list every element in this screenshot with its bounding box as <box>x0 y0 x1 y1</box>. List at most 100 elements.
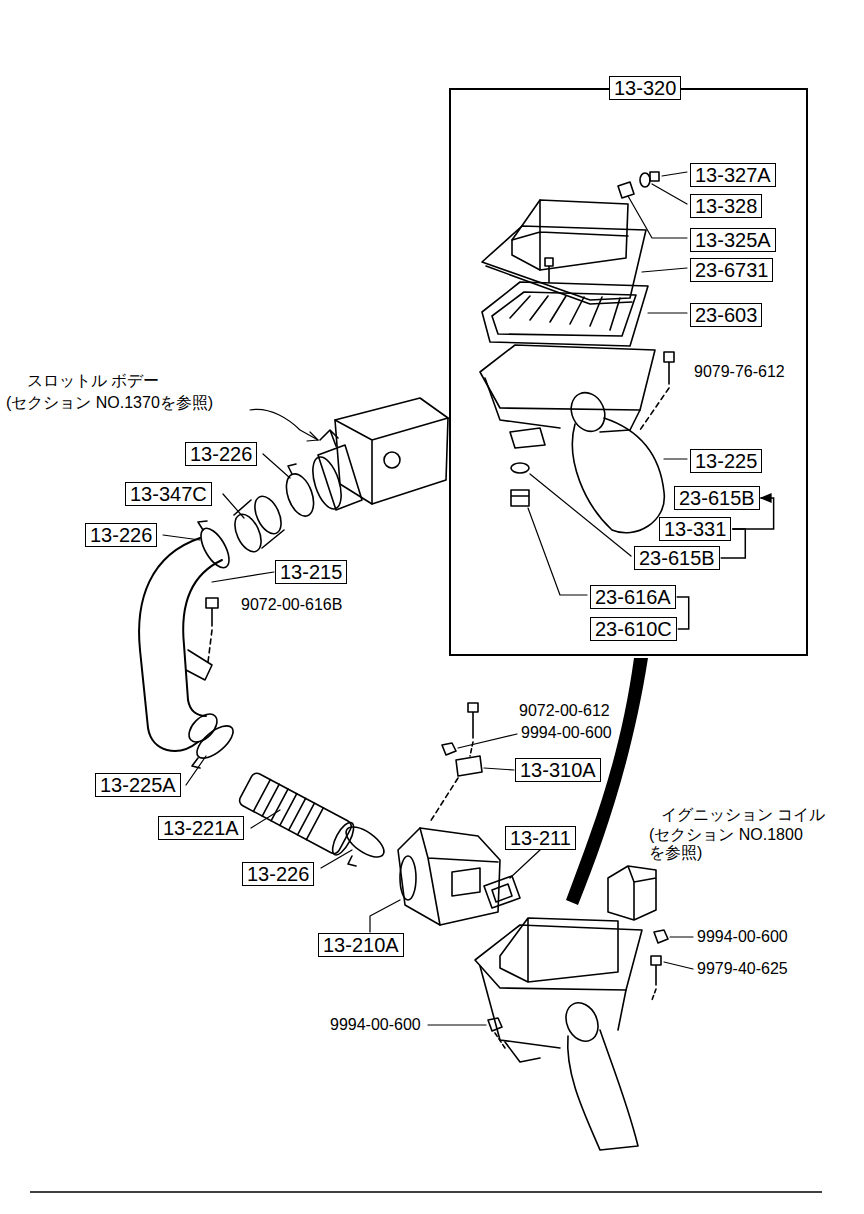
part-number: 13-225 <box>695 450 757 472</box>
dashed-line <box>640 388 669 430</box>
hose-clamp <box>281 470 319 520</box>
airflow-meter <box>398 828 500 925</box>
dashed-line <box>208 630 212 662</box>
part-number: 13-325A <box>695 229 771 251</box>
hose-bracket <box>186 650 212 680</box>
clamp-tab <box>198 521 207 530</box>
part-number: 13-226 <box>90 524 152 546</box>
bolt <box>651 956 661 985</box>
note: スロットル ボデー <box>26 372 160 390</box>
part-number: 9079-76-612 <box>693 363 786 381</box>
part-number: 13-211 <box>510 827 571 849</box>
part-number: 13-210A <box>323 934 399 956</box>
part-number: 13-226 <box>247 863 309 885</box>
part-number: 13-225A <box>100 774 176 796</box>
callout-box: 13-325A <box>690 228 776 252</box>
cover-box <box>512 200 628 270</box>
dashed-line <box>495 1033 505 1048</box>
bracket <box>510 428 545 448</box>
part-number: 23-615B <box>639 547 715 569</box>
cover-edges <box>512 200 628 270</box>
intake-duct <box>572 418 664 533</box>
assembled-cleaner-body <box>480 966 626 1048</box>
throttle-body-edges <box>335 418 448 504</box>
callout-box: 13-226 <box>185 442 257 466</box>
sensor <box>320 430 338 446</box>
bracket <box>456 756 482 776</box>
part-number: 23-616A <box>595 586 671 608</box>
callout-box: 13-327A <box>690 163 776 187</box>
part-number: 9994-00-600 <box>696 928 789 946</box>
callout-box: 13-328 <box>690 194 762 218</box>
bracket-connector <box>677 597 689 629</box>
part-number: 13-215 <box>280 561 342 583</box>
note: イグニッション コイル <box>660 806 826 824</box>
hose-end <box>184 709 222 747</box>
callout-box: 13-225A <box>95 773 181 797</box>
callout-box: 13-225 <box>690 449 762 473</box>
short-hose <box>234 500 284 548</box>
cover-tray <box>482 226 646 300</box>
part-number: 9072-00-612 <box>518 702 611 720</box>
duct-mouth <box>565 387 611 437</box>
callout-box: 23-610C <box>590 617 677 641</box>
nut <box>654 930 668 943</box>
leader-line <box>250 409 318 440</box>
hose-end <box>230 510 267 556</box>
part-number: 9994-00-600 <box>329 1016 422 1034</box>
callout-box: 23-615B <box>634 546 720 570</box>
callout-box: 13-211 <box>505 826 576 850</box>
part-number: 9994-00-600 <box>520 724 613 742</box>
throttle-hole <box>384 452 400 468</box>
filter-element <box>482 282 648 346</box>
bracket <box>505 1042 540 1062</box>
leader-line <box>163 454 540 932</box>
assembly-number: 13-320 <box>609 76 681 100</box>
part-number: 13-310A <box>520 759 596 781</box>
bolt <box>664 352 674 384</box>
bolt <box>545 258 553 282</box>
note: (セクション NO.1370を参照) <box>5 394 214 412</box>
part-number: 23-610C <box>595 618 672 640</box>
grommet <box>511 490 529 506</box>
dashed-line <box>652 989 656 1000</box>
page-rule <box>30 1191 822 1193</box>
leader-arrow <box>307 432 318 441</box>
nut <box>488 1018 502 1031</box>
part-number: 9979-40-625 <box>696 960 789 978</box>
nut <box>442 743 456 755</box>
callout-box: 13-221A <box>158 816 244 840</box>
lower-case-rim <box>480 345 655 410</box>
duct-mouth <box>560 998 604 1047</box>
part-number: 23-603 <box>695 304 757 326</box>
washer <box>511 463 529 473</box>
callout-box: 13-226 <box>85 523 157 547</box>
part-number: 23-6731 <box>695 259 768 281</box>
meter-connector <box>452 868 480 896</box>
meter-edges <box>420 828 498 925</box>
grommet <box>650 172 659 181</box>
callout-box: 13-347C <box>125 482 212 506</box>
filter-pleats <box>492 292 636 336</box>
part-number: 23-615B <box>679 487 755 509</box>
gasket <box>484 876 520 908</box>
meter-inlet <box>400 856 416 900</box>
throttle-body <box>335 398 448 504</box>
callout-box: 13-226 <box>242 862 314 886</box>
air-hose <box>183 560 222 716</box>
spacer <box>618 182 634 198</box>
part-number: 13-226 <box>190 443 252 465</box>
clamp-tab <box>348 856 356 866</box>
callout-box: 23-616A <box>590 585 676 609</box>
ignition-coil <box>608 866 656 920</box>
hose-end <box>250 492 287 538</box>
callout-box: 23-603 <box>690 303 762 327</box>
callout-box: 13-310A <box>515 758 601 782</box>
callout-box: 13-215 <box>275 560 347 584</box>
air-hose <box>139 538 200 751</box>
bolt <box>468 703 478 738</box>
assembled-cleaner-cover <box>500 918 618 982</box>
note: (セクション NO.1800 を参照) <box>648 826 812 862</box>
callout-box: 23-6731 <box>690 258 773 282</box>
